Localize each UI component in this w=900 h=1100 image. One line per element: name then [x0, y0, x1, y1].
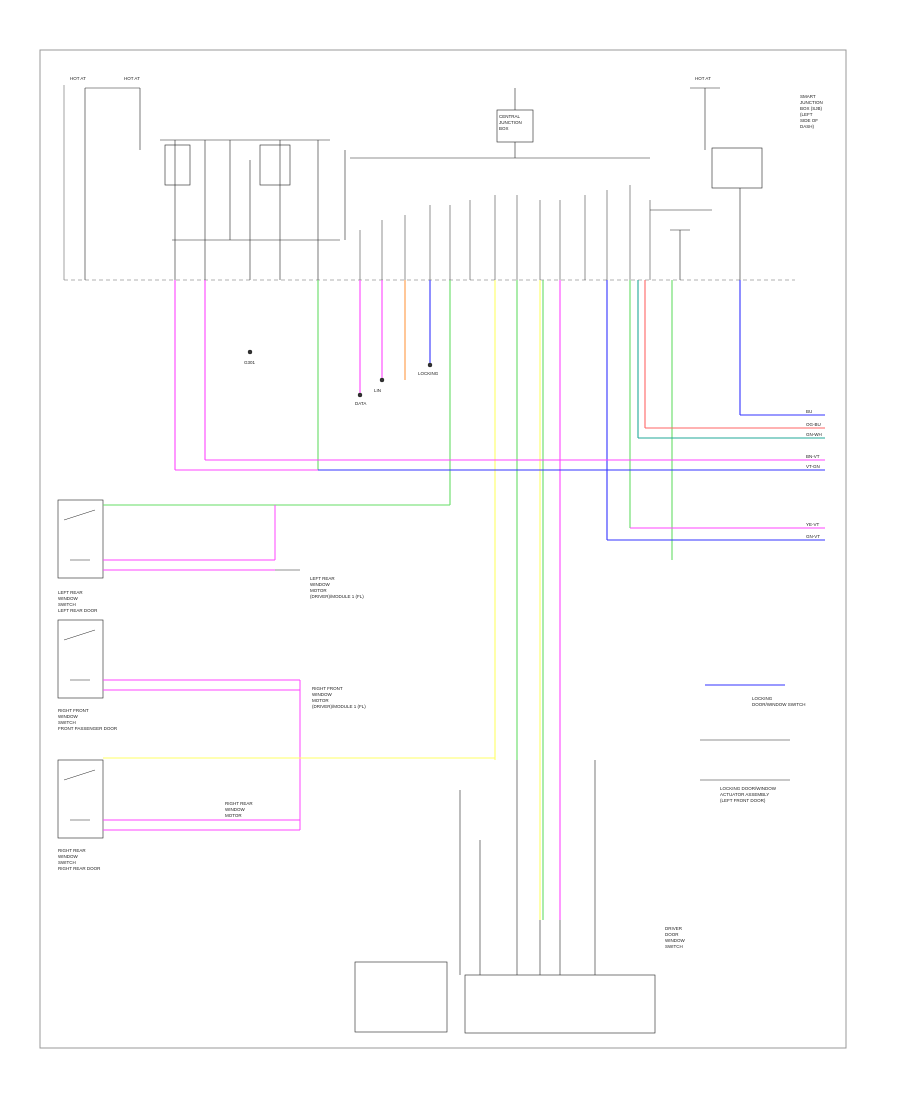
svg-text:DOOR: DOOR	[665, 932, 679, 937]
svg-text:MOTOR: MOTOR	[312, 698, 329, 703]
svg-text:(LEFT FRONT DOOR): (LEFT FRONT DOOR)	[720, 798, 766, 803]
svg-text:YE-VT: YE-VT	[806, 522, 820, 527]
svg-text:(LEFT: (LEFT	[800, 112, 813, 117]
svg-text:SWITCH: SWITCH	[58, 602, 76, 607]
left-rear-switch: LEFT REAR WINDOW SWITCH LEFT REAR DOOR	[57, 499, 104, 613]
svg-text:BOX (SJB): BOX (SJB)	[800, 106, 823, 111]
svg-text:HOT AT: HOT AT	[70, 76, 86, 81]
svg-text:GN-VT: GN-VT	[806, 534, 820, 539]
driver-wires	[459, 760, 596, 975]
svg-text:LOCKING: LOCKING	[418, 371, 439, 376]
fuse-area	[84, 87, 763, 415]
svg-text:LIN: LIN	[374, 388, 381, 393]
svg-text:RIGHT FRONT: RIGHT FRONT	[312, 686, 343, 691]
right-tags: BU OG-BU GN-WH BN-VT VT-GN YE-VT GN-VT	[806, 409, 822, 539]
svg-text:RIGHT REAR: RIGHT REAR	[58, 848, 86, 853]
svg-text:GN-WH: GN-WH	[806, 432, 822, 437]
svg-text:BOX: BOX	[499, 126, 509, 131]
svg-text:OG-BU: OG-BU	[806, 422, 821, 427]
left-rear-wires	[103, 504, 450, 571]
svg-text:LOCKING DOOR/WINDOW: LOCKING DOOR/WINDOW	[720, 786, 777, 791]
svg-text:G301: G301	[244, 360, 256, 365]
svg-text:WINDOW: WINDOW	[58, 854, 78, 859]
svg-text:MOTOR: MOTOR	[225, 813, 242, 818]
svg-text:WINDOW: WINDOW	[310, 582, 330, 587]
svg-text:JUNCTION: JUNCTION	[800, 100, 823, 105]
svg-text:LEFT REAR: LEFT REAR	[310, 576, 335, 581]
right-front-switch: RIGHT FRONT WINDOW SWITCH FRONT PASSENGE…	[57, 619, 118, 731]
right-front-wires	[103, 679, 495, 830]
svg-text:DRIVER: DRIVER	[665, 926, 683, 931]
top-labels: HOT AT HOT AT HOT AT CENTRAL JUNCTION BO…	[70, 76, 711, 131]
svg-text:SWITCH: SWITCH	[665, 944, 683, 949]
svg-text:RIGHT FRONT: RIGHT FRONT	[58, 708, 89, 713]
svg-text:BN-VT: BN-VT	[806, 454, 820, 459]
svg-text:WINDOW: WINDOW	[225, 807, 245, 812]
svg-text:SWITCH: SWITCH	[58, 720, 76, 725]
svg-text:DATA: DATA	[355, 401, 366, 406]
svg-text:CENTRAL: CENTRAL	[499, 114, 521, 119]
mid-labels: G301 DATA LIN LOCKING	[244, 360, 439, 406]
connectors-mid	[247, 349, 433, 398]
svg-text:LOCKING: LOCKING	[752, 696, 773, 701]
svg-text:LEFT REAR DOOR: LEFT REAR DOOR	[58, 608, 98, 613]
svg-text:HOT AT: HOT AT	[695, 76, 711, 81]
svg-text:DASH): DASH)	[800, 124, 815, 129]
svg-text:ACTUATOR ASSEMBLY: ACTUATOR ASSEMBLY	[720, 792, 769, 797]
svg-text:VT-GN: VT-GN	[806, 464, 820, 469]
driver-door-switch: DRIVER DOOR WINDOW SWITCH	[354, 926, 685, 1034]
svg-text:WINDOW: WINDOW	[58, 596, 78, 601]
svg-text:(DRIVER)/MODULE 1 (FL): (DRIVER)/MODULE 1 (FL)	[312, 704, 366, 709]
svg-text:JUNCTION: JUNCTION	[499, 120, 522, 125]
smart-junction-label: SMART JUNCTION BOX (SJB) (LEFT SIDE OF D…	[800, 94, 823, 129]
right-runs	[175, 414, 825, 541]
right-rear-wires	[103, 819, 300, 831]
svg-text:RIGHT REAR: RIGHT REAR	[225, 801, 253, 806]
svg-text:WINDOW: WINDOW	[312, 692, 332, 697]
right-rear-switch: RIGHT REAR WINDOW SWITCH RIGHT REAR DOOR	[57, 759, 104, 871]
diagram-frame	[39, 49, 847, 1049]
right-rear-motor-label: RIGHT REAR WINDOW MOTOR	[225, 801, 253, 818]
svg-text:SMART: SMART	[800, 94, 816, 99]
svg-text:WINDOW: WINDOW	[665, 938, 685, 943]
right-front-motor-label: RIGHT FRONT WINDOW MOTOR (DRIVER)/MODULE…	[312, 686, 366, 709]
svg-text:SIDE OF: SIDE OF	[800, 118, 818, 123]
left-rear-motor-label: LEFT REAR WINDOW MOTOR (DRIVER)/MODULE 1…	[310, 576, 364, 599]
wire-bundle	[174, 280, 741, 920]
svg-text:BU: BU	[806, 409, 812, 414]
svg-text:(DRIVER)/MODULE 1 (FL): (DRIVER)/MODULE 1 (FL)	[310, 594, 364, 599]
svg-text:FRONT PASSENGER DOOR: FRONT PASSENGER DOOR	[58, 726, 118, 731]
svg-text:DOOR/WINDOW SWITCH: DOOR/WINDOW SWITCH	[752, 702, 806, 707]
svg-text:WINDOW: WINDOW	[58, 714, 78, 719]
svg-text:HOT AT: HOT AT	[124, 76, 140, 81]
svg-text:LEFT REAR: LEFT REAR	[58, 590, 83, 595]
svg-text:MOTOR: MOTOR	[310, 588, 327, 593]
signal-labels	[359, 185, 651, 280]
lower-right-components: LOCKING DOOR/WINDOW SWITCH LOCKING DOOR/…	[700, 684, 806, 803]
svg-text:RIGHT REAR DOOR: RIGHT REAR DOOR	[58, 866, 101, 871]
svg-text:SWITCH: SWITCH	[58, 860, 76, 865]
